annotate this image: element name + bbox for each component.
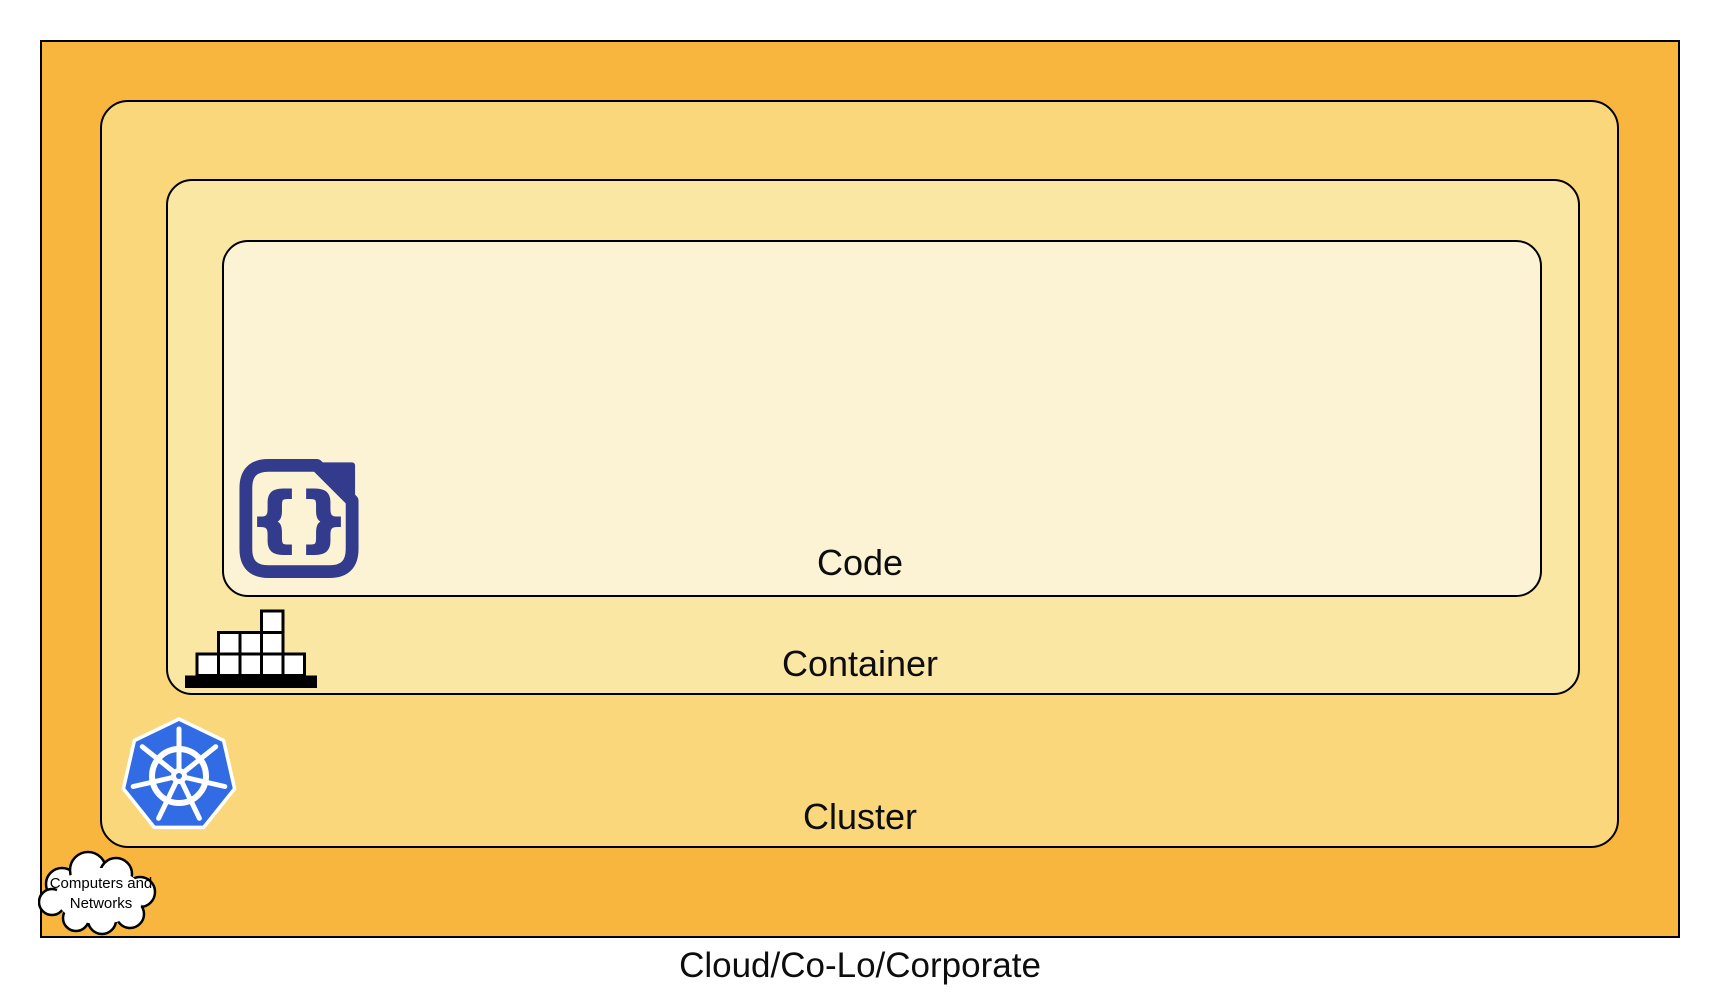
cloud-callout-line2: Networks — [69, 895, 133, 912]
code-file-icon: {} — [238, 457, 360, 580]
cloud-shape: Computers and Networks — [38, 850, 166, 942]
container-label: Container — [781, 643, 939, 684]
cluster-label: Cluster — [802, 796, 918, 837]
kubernetes-helm-icon — [119, 713, 239, 837]
svg-text:{}: {} — [250, 479, 348, 559]
cloud-callout-line1: Computers and — [49, 875, 153, 892]
layer-code-box — [222, 240, 1542, 597]
cloud-callout-label: Computers and Networks — [38, 874, 164, 914]
code-label: Code — [816, 542, 904, 583]
container-stack-icon — [185, 609, 317, 688]
datacenter-label-line1: Cloud/Co-Lo/Corporate — [679, 946, 1041, 985]
datacenter-label: Cloud/Co-Lo/Corporate Datacenter — [40, 868, 1680, 992]
